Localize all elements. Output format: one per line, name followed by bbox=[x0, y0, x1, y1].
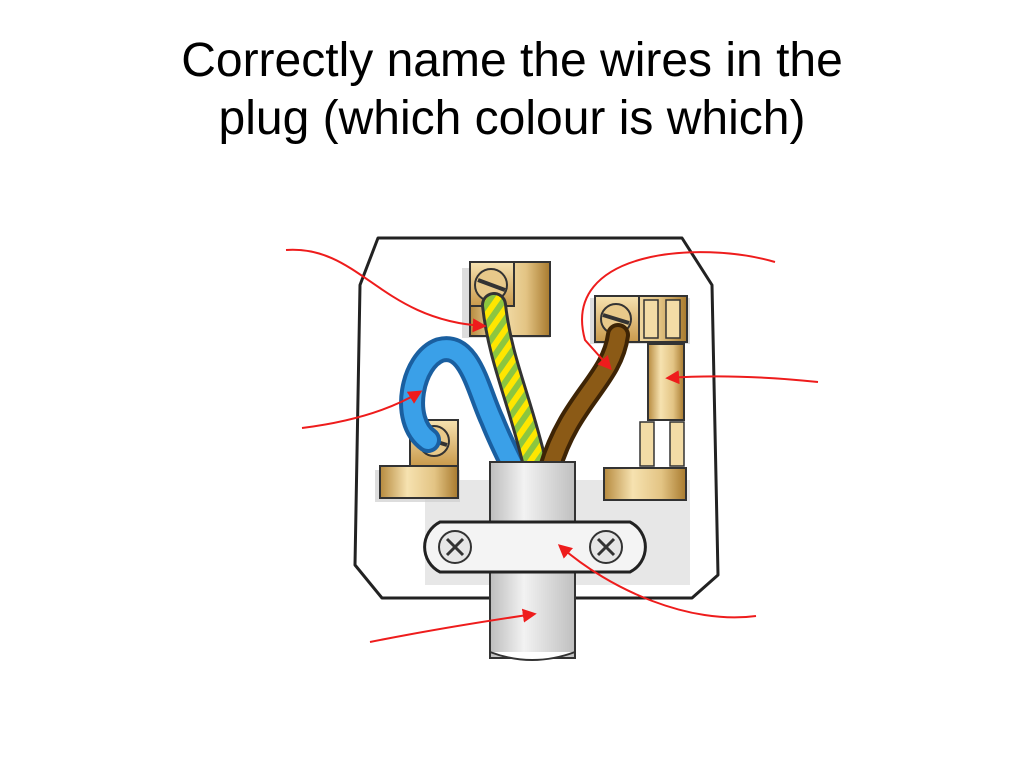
live-wire-icon bbox=[538, 323, 630, 480]
slide-title-line-1: Correctly name the wires in the bbox=[181, 34, 843, 87]
slide-title-line-2: plug (which colour is which) bbox=[218, 92, 806, 145]
arrow-cord-grip bbox=[557, 544, 757, 619]
arrow-earth bbox=[285, 248, 487, 333]
earth-wire-icon bbox=[481, 292, 548, 478]
slide-title: Correctly name the wires in the plug (wh… bbox=[0, 32, 1024, 148]
label-arrows bbox=[285, 248, 819, 643]
arrow-fuse bbox=[665, 370, 819, 385]
live-terminal-icon bbox=[590, 295, 690, 344]
arrow-live bbox=[581, 251, 776, 371]
cord-grip-icon bbox=[423, 520, 647, 574]
arrow-neutral bbox=[301, 390, 423, 429]
arrow-cable bbox=[369, 608, 537, 643]
